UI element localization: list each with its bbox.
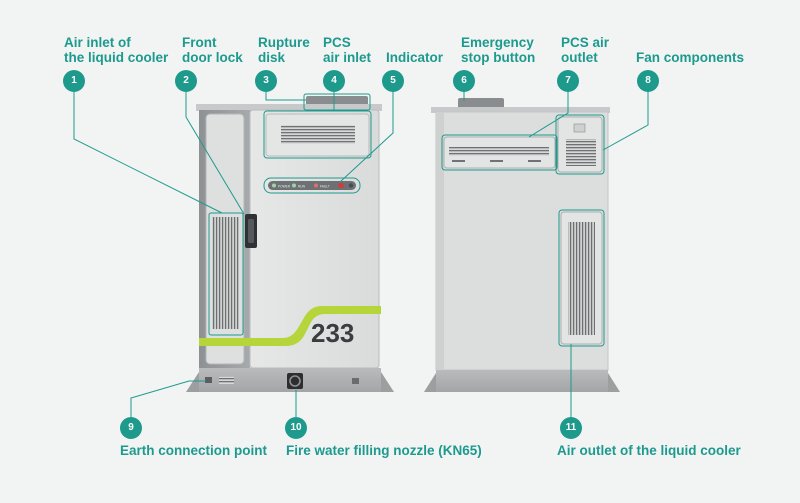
leader-5	[339, 91, 394, 183]
rear-roof-cap	[458, 98, 504, 109]
leader-7	[528, 91, 569, 138]
callout-badge-5: 5	[382, 70, 404, 92]
label-pcs-air-outlet: PCS air outlet	[561, 35, 610, 65]
fire-water-nozzle-ring	[289, 375, 301, 387]
callout-badge-10: 10	[285, 417, 307, 439]
rear-body-shade	[436, 112, 444, 370]
label-air-outlet-liquid-cooler: Air outlet of the liquid cooler	[557, 443, 741, 458]
fan-label-plate	[573, 123, 586, 133]
leader-2	[185, 91, 245, 215]
base-vent-left	[219, 376, 234, 384]
indicator-light-run	[292, 183, 296, 188]
fan-grille	[566, 139, 596, 166]
callout-outlines	[208, 93, 605, 347]
label-fire-water-nozzle: Fire water filling nozzle (KN65)	[286, 443, 482, 458]
lime-accent-stripe	[199, 306, 381, 346]
callout-badge-6: 6	[453, 70, 475, 92]
front-door-lock-grip	[248, 219, 254, 243]
label-air-inlet-liquid-cooler: Air inlet of the liquid cooler	[64, 35, 169, 65]
leader-8	[602, 91, 649, 151]
callout-badge-8: 8	[637, 70, 659, 92]
label-pcs-air-inlet: PCS air inlet	[323, 35, 372, 65]
callout-badge-7: 7	[557, 70, 579, 92]
front-base-foot-left	[186, 372, 199, 392]
indicator-label-fault: FAULT	[320, 185, 330, 189]
pcs-air-inlet-louver	[281, 125, 355, 144]
label-emergency-stop: Emergency stop button	[461, 35, 536, 65]
rear-base-foot-right	[608, 373, 620, 392]
liquid-cooler-inlet-louver	[212, 217, 239, 329]
front-base-foot-right	[381, 372, 394, 392]
pcs-air-outlet-louver	[449, 147, 549, 156]
callout-badge-3: 3	[255, 70, 277, 92]
rear-unit	[424, 98, 620, 392]
indicator-light-fault	[314, 183, 318, 188]
label-indicator: Indicator	[386, 50, 444, 65]
indicator-strip	[268, 181, 356, 190]
indicator-label-run: RUN	[298, 185, 306, 189]
outline-cooler-inlet	[208, 212, 244, 336]
emergency-stop-button	[338, 182, 344, 189]
outline-cooler-outlet	[558, 209, 605, 347]
callout-badge-1: 1	[63, 70, 85, 92]
label-earth-connection: Earth connection point	[120, 443, 267, 458]
outline-indicator	[263, 177, 361, 194]
pcs-outlet-tab-2	[490, 160, 503, 162]
pcs-outlet-tab-3	[528, 160, 541, 162]
base-plate-right	[352, 378, 359, 384]
callout-badge-4: 4	[323, 70, 345, 92]
label-fan-components: Fan components	[636, 50, 745, 65]
front-top-trim	[196, 104, 382, 111]
earth-connection-point	[205, 377, 212, 383]
leader-9	[130, 380, 206, 417]
emergency-stop-ring	[348, 183, 354, 188]
front-unit: POWER RUN FAULT	[186, 96, 394, 392]
label-front-door-lock: Front door lock	[182, 35, 243, 65]
leader-1	[73, 91, 223, 214]
indicator-label-power: POWER	[278, 185, 291, 189]
outline-rupture-disk	[303, 93, 371, 111]
outline-pcs-inlet	[263, 110, 372, 159]
rear-top-trim	[431, 107, 610, 113]
label-rupture-disk: Rupture disk	[258, 35, 310, 65]
unit-number-mark: 233	[311, 318, 354, 348]
indicator-light-power	[272, 183, 276, 188]
callout-badge-9: 9	[120, 417, 142, 439]
callout-badge-2: 2	[175, 70, 197, 92]
callout-badge-11: 11	[560, 417, 582, 439]
pcs-outlet-tab-1	[452, 160, 465, 162]
outline-fan	[555, 114, 605, 175]
rear-base	[436, 370, 608, 392]
outline-pcs-outlet	[441, 134, 558, 171]
liquid-cooler-outlet-louver	[568, 222, 595, 335]
rear-base-foot-left	[424, 373, 436, 392]
